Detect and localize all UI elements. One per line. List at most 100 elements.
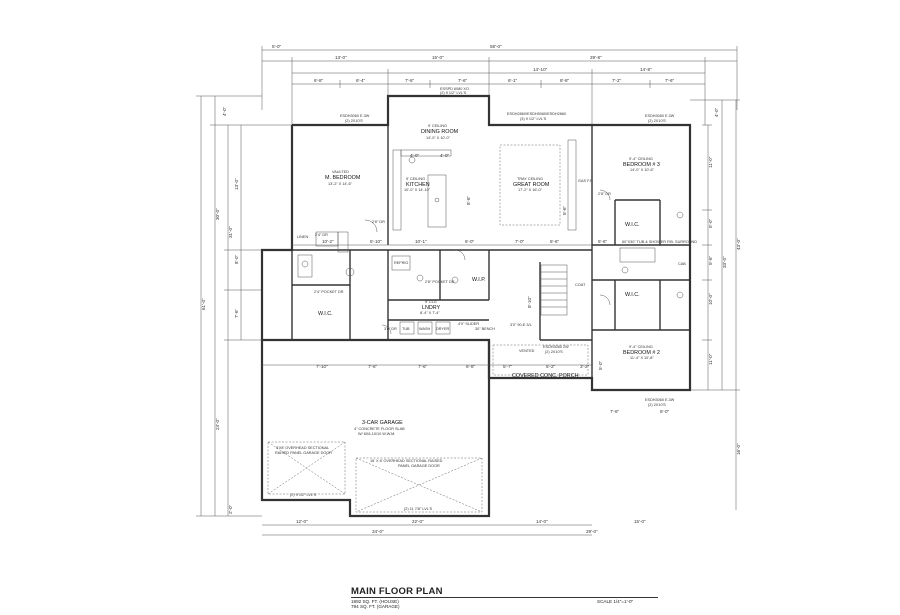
dim-g-2: 7'-6" xyxy=(368,364,378,369)
dim-r3-6: 8'-8" xyxy=(560,78,570,83)
dim-right-h: 11'-0" xyxy=(708,353,713,365)
dim-top-b: 13'-0" xyxy=(335,55,347,60)
dim-mid-3: 6'-0" xyxy=(465,239,475,244)
dim-g-3: 7'-6" xyxy=(418,364,428,369)
dim-mid-4: 7'-0" xyxy=(515,239,525,244)
interior-dimensions: 5'-10" 10'-1" 6'-0" 7'-0" 5'-6" 5'-6" 10… xyxy=(262,153,670,536)
tub-label: TUB xyxy=(402,327,410,331)
dim-top-d: 29'-8" xyxy=(590,55,602,60)
dim-int-8: 8'-10" xyxy=(527,296,532,308)
dim-g-4: 6'-8" xyxy=(466,364,476,369)
wip-label: W.I.P. xyxy=(472,277,486,283)
laundry-ceiling: 9' CLG xyxy=(425,300,437,304)
dim-right-b: 11'-0" xyxy=(708,156,713,168)
win-bed2: ESDH3060 E.3W xyxy=(645,398,675,402)
dim-r3-1: 6'-8" xyxy=(314,78,324,83)
door-pocket28: 2'8" POCKET DR xyxy=(425,280,455,284)
win-porch2: (2) 2X10'S xyxy=(545,350,563,354)
title-block: MAIN FLOOR PLAN 1992 SQ. FT. (HOUSE) 794… xyxy=(351,586,900,614)
dim-left-c: 30'-0" xyxy=(215,208,220,220)
area-garage: 794 SQ. FT. (GARAGE) xyxy=(351,604,400,609)
dim-g-7: 7'-6" xyxy=(610,409,620,414)
win-dining: ESSPD 6080 XO xyxy=(440,87,469,91)
dim-right-c: 5'-0" xyxy=(708,218,713,228)
window-notes: ESDH3060 E.3W (2) 2X10'S ESSPD 6080 XO (… xyxy=(275,87,675,511)
bed3-size: 14'-0" X 10'-6" xyxy=(630,168,655,172)
top-dimensions xyxy=(261,46,738,125)
garage-door1: 9'X8' OVERHEAD SECTIONAL xyxy=(276,446,329,450)
dim-int-5: 5'-6" xyxy=(562,205,567,215)
bed3-ceiling: 9'-4" CEILING xyxy=(629,157,653,161)
dim-bot-2: 22'-0" xyxy=(412,519,424,524)
cab-label: CAB xyxy=(678,262,686,266)
dim-bot-4: 15'-0" xyxy=(634,519,646,524)
dim-left-g: 7'-6" xyxy=(234,308,239,318)
door-28: 2'8" DR xyxy=(598,192,611,196)
dryer-label: DRYER xyxy=(436,327,449,331)
garage-header2: (2) 11 7/8" LVL'S xyxy=(404,507,433,511)
dim-right-e: 43'-0" xyxy=(736,238,741,250)
garage-label: 3-CAR GARAGE xyxy=(362,420,403,426)
dim-g-5: 5'-7" xyxy=(503,364,513,369)
dim-r3-8: 7'-6" xyxy=(665,78,675,83)
dim-r3-7: 7'-2" xyxy=(612,78,622,83)
master-bedroom-label: M. BEDROOM xyxy=(325,175,361,181)
dim-right-d: 10'-0" xyxy=(708,293,713,305)
wic-master-label: W.I.C. xyxy=(318,311,333,317)
dim-left-e: 31'-0" xyxy=(228,226,233,238)
interior-walls xyxy=(291,125,690,378)
dim-top-e: 14'-10" xyxy=(533,67,548,72)
great-room-label: GREAT ROOM xyxy=(513,182,550,188)
dim-g-8: 6'-0" xyxy=(660,409,670,414)
win-master2: (2) 2X10'S xyxy=(345,119,363,123)
bedroom2-label: BEDROOM # 2 xyxy=(623,350,660,356)
dim-top-f: 14'-8" xyxy=(640,67,652,72)
master-vaulted: VAULTED xyxy=(332,170,349,174)
door-30b: 3'0" 90-E 3/L xyxy=(510,323,532,327)
dim-right-a: 4'-0" xyxy=(714,107,719,117)
dim-left-f: 8'-0" xyxy=(234,254,239,264)
dim-top-total: 58'-0" xyxy=(490,44,502,49)
laundry-label: LNDRY xyxy=(422,305,441,311)
win-great: ESDH2860/ESDH5060/ESDH2860 xyxy=(507,112,566,116)
garage-door2b: PANEL GARAGE DOOR xyxy=(398,464,440,468)
exterior-walls xyxy=(260,94,692,518)
door-30: 3'0" DR xyxy=(384,327,397,331)
dim-int-6: 5'-0" xyxy=(598,360,603,370)
linen-label: LINEN xyxy=(297,235,308,239)
dim-top-a: 5'-0" xyxy=(272,44,282,49)
wic-bed3-label: W.I.C. xyxy=(625,222,640,228)
great-ceiling: TRAY CEILING xyxy=(517,177,543,181)
washer-label: WASH xyxy=(419,327,431,331)
dim-right-i: 16'-0" xyxy=(736,443,741,455)
dining-ceiling: 9' CEILING xyxy=(428,124,447,128)
kitchen-label: KITCHEN xyxy=(406,182,430,188)
dim-bot-5: 34'-0" xyxy=(372,529,384,534)
bench-label: 30" BENCH xyxy=(475,327,495,331)
kitchen-size: 10'-0" X 14'-10" xyxy=(404,188,431,192)
door-26: 2'6" DR xyxy=(372,220,385,224)
dim-int-3: 4'-0" xyxy=(440,153,450,158)
bed2-ceiling: 9'-4" CEILING xyxy=(629,345,653,349)
dim-bot-6: 29'-0" xyxy=(586,529,598,534)
dim-r3-4: 7'-6" xyxy=(458,78,468,83)
great-size: 17'-2" X 16'-0" xyxy=(518,188,543,192)
dim-g-6: 5'-2" xyxy=(546,364,556,369)
plan-scale: SCALE 1/4"=1'-0" xyxy=(597,599,634,604)
dim-g-1: 7'-10" xyxy=(316,364,328,369)
dim-mid-6: 5'-6" xyxy=(598,239,608,244)
area-house: 1992 SQ. FT. (HOUSE) xyxy=(351,599,399,604)
win-bed3: ESDH3060 E.3W xyxy=(645,114,675,118)
dim-bot-3: 14'-0" xyxy=(536,519,548,524)
dim-int-2: 4'-0" xyxy=(410,153,420,158)
win-great2: (3) 9 1/2" LVL'S xyxy=(520,117,547,121)
dining-size: 14'-0" X 10'-0" xyxy=(426,136,451,140)
dim-mid-5: 5'-6" xyxy=(550,239,560,244)
garage-slab: 4" CONCRETE FLOOR SLAB xyxy=(354,427,405,431)
dim-left-a: 4'-0" xyxy=(222,106,227,116)
kitchen-ceiling: 9' CEILING xyxy=(406,177,425,181)
plan-title: MAIN FLOOR PLAN xyxy=(351,586,443,597)
dim-right-g: 33'-0" xyxy=(722,256,727,268)
vented-label: VENTED xyxy=(519,349,535,353)
